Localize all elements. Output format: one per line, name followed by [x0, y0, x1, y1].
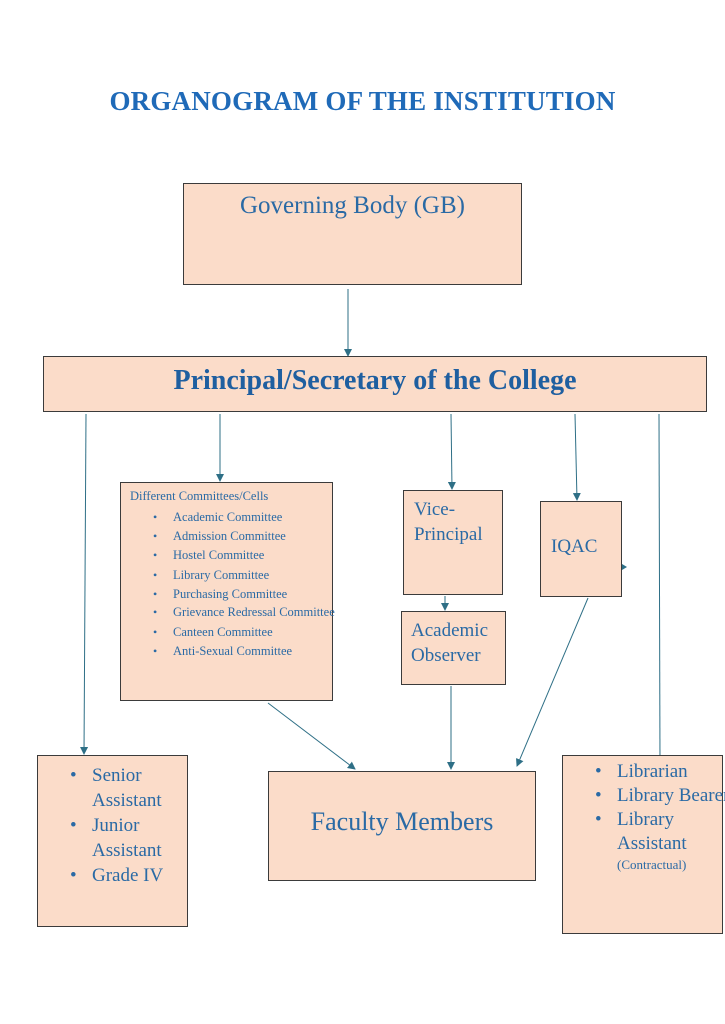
vice-principal-box: Vice-Principal	[403, 490, 503, 595]
edge-principal-library	[655, 413, 664, 765]
iqac-side-arrowhead	[622, 564, 627, 570]
office-staff-item: Grade IV	[70, 863, 202, 888]
committee-item: Library Committee	[153, 566, 338, 585]
library-staff-item: Library Bearer	[595, 784, 725, 808]
contractual-note: (Contractual)	[617, 857, 687, 872]
principal-label: Principal/Secretary of the College	[173, 365, 577, 396]
library-staff-list: Librarian Library Bearer Library Assista…	[593, 760, 725, 874]
office-staff-list: Senior Assistant Junior Assistant Grade …	[68, 763, 202, 888]
faculty-members-box: Faculty Members	[268, 771, 536, 881]
committee-item: Anti-Sexual Committee	[153, 642, 338, 661]
academic-observer-label: Academic Observer	[411, 620, 489, 666]
committees-heading: Different Committees/Cells	[130, 489, 269, 503]
library-assistant-label: Library Assistant	[617, 809, 687, 854]
committee-item: Hostel Committee	[153, 546, 338, 565]
committees-list: Academic Committee Admission Committee H…	[143, 508, 338, 662]
faculty-members-label: Faculty Members	[310, 807, 494, 836]
edge-iqac-faculty	[516, 597, 589, 767]
vice-principal-label: Vice-Principal	[414, 499, 483, 545]
committee-item: Admission Committee	[153, 527, 338, 546]
governing-body-label: Governing Body (GB)	[240, 192, 465, 219]
library-staff-item: Library Assistant (Contractual)	[595, 808, 725, 874]
committee-item: Grievance Redressal Committee	[153, 604, 338, 621]
edge-principal-office-staff	[80, 413, 89, 755]
academic-observer-box: Academic Observer	[401, 611, 506, 685]
iqac-box: IQAC	[540, 501, 622, 597]
office-staff-item: Junior Assistant	[70, 813, 202, 863]
committee-item: Academic Committee	[153, 508, 338, 527]
office-staff-box: Senior Assistant Junior Assistant Grade …	[37, 755, 188, 927]
edge-principal-vice-principal	[447, 413, 456, 490]
library-staff-item: Librarian	[595, 760, 725, 784]
office-staff-item: Senior Assistant	[70, 763, 202, 813]
committee-item: Purchasing Committee	[153, 585, 338, 604]
edge-committees-faculty	[267, 702, 356, 770]
committees-box: Different Committees/Cells Academic Comm…	[120, 482, 335, 701]
governing-body-box: Governing Body (GB)	[183, 183, 522, 285]
page-title: ORGANOGRAM OF THE INSTITUTION	[109, 86, 616, 116]
edge-principal-iqac	[572, 413, 581, 501]
iqac-label: IQAC	[551, 536, 598, 557]
library-staff-box: Librarian Library Bearer Library Assista…	[562, 755, 725, 934]
committee-item: Canteen Committee	[153, 623, 338, 642]
principal-box: Principal/Secretary of the College	[43, 356, 707, 412]
